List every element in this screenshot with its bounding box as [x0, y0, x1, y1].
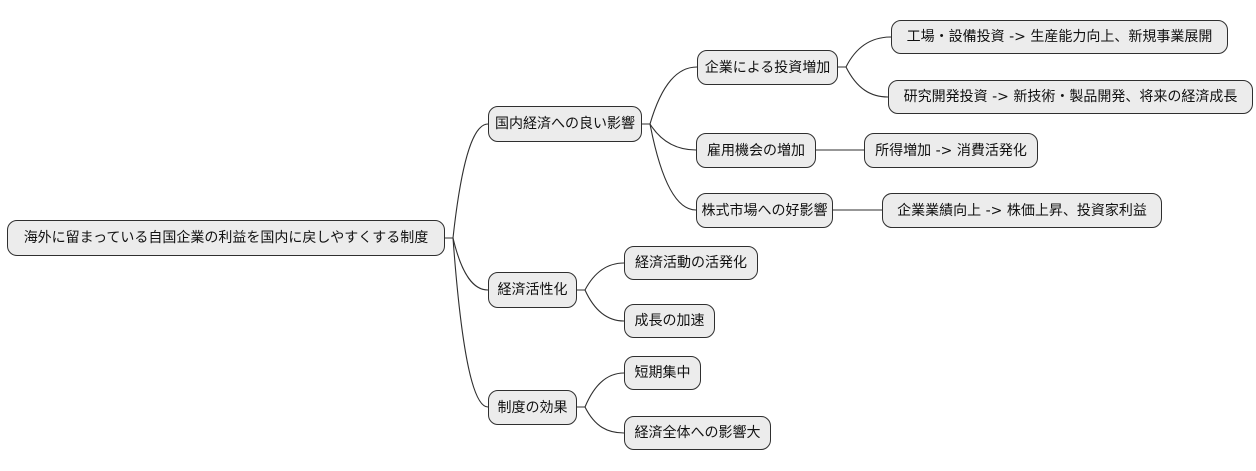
node-economic-activity-boost: 経済活動の活発化: [624, 246, 758, 280]
node-whole-economy-impact: 経済全体への影響大: [624, 416, 771, 450]
node-income-increase-consumption: 所得増加 -> 消費活発化: [864, 133, 1038, 168]
edge-root-to-economic-activation: [445, 237, 489, 291]
node-stock-market-impact: 株式市場への好影響: [696, 193, 833, 228]
edge-domestic-to-employment: [642, 123, 697, 151]
edge-domestic-to-investment: [642, 66, 698, 125]
node-domestic-economy-impact: 国内経済への良い影響: [488, 106, 642, 142]
node-employment-opportunity-increase: 雇用機会の増加: [696, 133, 816, 168]
edge-root-to-policy-effect: [445, 237, 489, 408]
node-short-term-concentration: 短期集中: [624, 356, 701, 390]
node-growth-acceleration: 成長の加速: [624, 304, 715, 338]
edge-domestic-to-stock-market: [642, 123, 697, 211]
node-policy-effect: 制度の効果: [488, 390, 577, 425]
node-economic-activation: 経済活性化: [488, 272, 577, 308]
edge-activation-to-activity: [577, 262, 625, 291]
edge-activation-to-growth: [577, 289, 625, 322]
edge-investment-to-factory: [838, 36, 892, 68]
node-corporate-investment-increase: 企業による投資増加: [697, 50, 838, 85]
edge-effect-to-short-term: [577, 372, 625, 408]
node-root: 海外に留まっている自国企業の利益を国内に戻しやすくする制度: [7, 220, 445, 256]
edge-investment-to-rnd: [838, 66, 889, 98]
edge-root-to-domestic-economy: [445, 123, 489, 239]
node-factory-equipment-investment: 工場・設備投資 -> 生産能力向上、新規事業展開: [891, 20, 1228, 54]
edge-effect-to-whole-economy: [577, 406, 625, 434]
node-rnd-investment: 研究開発投資 -> 新技術・製品開発、将来の経済成長: [888, 80, 1253, 114]
node-corporate-performance-gain: 企業業績向上 -> 株価上昇、投資家利益: [882, 193, 1162, 228]
